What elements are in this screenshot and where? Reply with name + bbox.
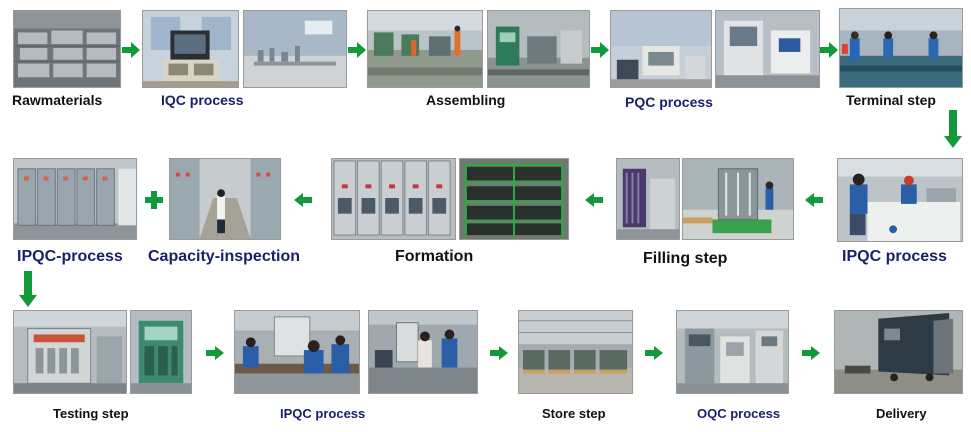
raw-materials-photo <box>13 10 121 88</box>
pqc-photo-2 <box>715 10 820 88</box>
pqc-photo-1 <box>610 10 712 88</box>
filling-photo-2 <box>682 158 794 240</box>
flow-arrow-left-icon <box>585 193 603 207</box>
testing-photo-2 <box>130 310 192 394</box>
step-label-filling-step: Filling step <box>643 250 728 267</box>
step-label-pqc-process: PQC process <box>625 94 713 110</box>
step-label-oqc-process: OQC process <box>697 406 781 421</box>
flow-arrow-down-icon <box>944 110 962 148</box>
step-label-iqc-process: IQC process <box>161 92 244 108</box>
step-label-assembling: Assembling <box>426 92 506 108</box>
step-label-formation: Formation <box>395 248 474 265</box>
iqc-photo-2 <box>243 10 347 88</box>
plus-icon <box>145 191 163 209</box>
terminal-step-photo <box>839 8 963 88</box>
ipqc-photo-row3-2 <box>368 310 478 394</box>
flow-arrow-right-icon <box>122 42 140 58</box>
flow-arrow-right-icon <box>348 42 366 58</box>
assembling-photo-1 <box>367 10 483 88</box>
capacity-inspection-photo <box>169 158 281 240</box>
flow-arrow-right-icon <box>490 346 508 360</box>
store-step-photo <box>518 310 633 394</box>
formation-photo-2 <box>459 158 569 240</box>
ipqc-photo-row2 <box>837 158 963 242</box>
assembling-photo-2 <box>487 10 590 88</box>
step-label-raw-materials: Rawmaterials <box>12 92 103 108</box>
step-label-capacity-inspection: Capacity-inspection <box>148 248 301 265</box>
formation-photo-1 <box>331 158 456 240</box>
step-label-store-step: Store step <box>542 406 606 421</box>
flow-arrow-right-icon <box>645 346 663 360</box>
flow-arrow-right-icon <box>820 42 838 58</box>
testing-photo-1 <box>13 310 127 394</box>
flow-arrow-right-icon <box>802 346 820 360</box>
step-label-terminal-step: Terminal step <box>846 92 936 108</box>
capacity-photo-left <box>13 158 137 240</box>
step-label-ipqc-process-row2: IPQC process <box>842 248 947 265</box>
step-label-ipqc-process-row3: IPQC process <box>280 406 366 421</box>
filling-photo-1 <box>616 158 680 240</box>
delivery-photo <box>834 310 963 394</box>
flow-arrow-down-icon <box>19 271 37 307</box>
flow-arrow-left-icon <box>805 193 823 207</box>
step-label-delivery: Delivery <box>876 406 927 421</box>
oqc-photo <box>676 310 789 394</box>
iqc-photo-1 <box>142 10 239 88</box>
step-label-ipqc-process-dash: IPQC-process <box>17 248 123 265</box>
flow-arrow-right-icon <box>591 42 609 58</box>
step-label-testing-step: Testing step <box>53 406 129 421</box>
flow-arrow-left-icon <box>294 193 312 207</box>
ipqc-photo-row3-1 <box>234 310 360 394</box>
flow-arrow-right-icon <box>206 346 224 360</box>
